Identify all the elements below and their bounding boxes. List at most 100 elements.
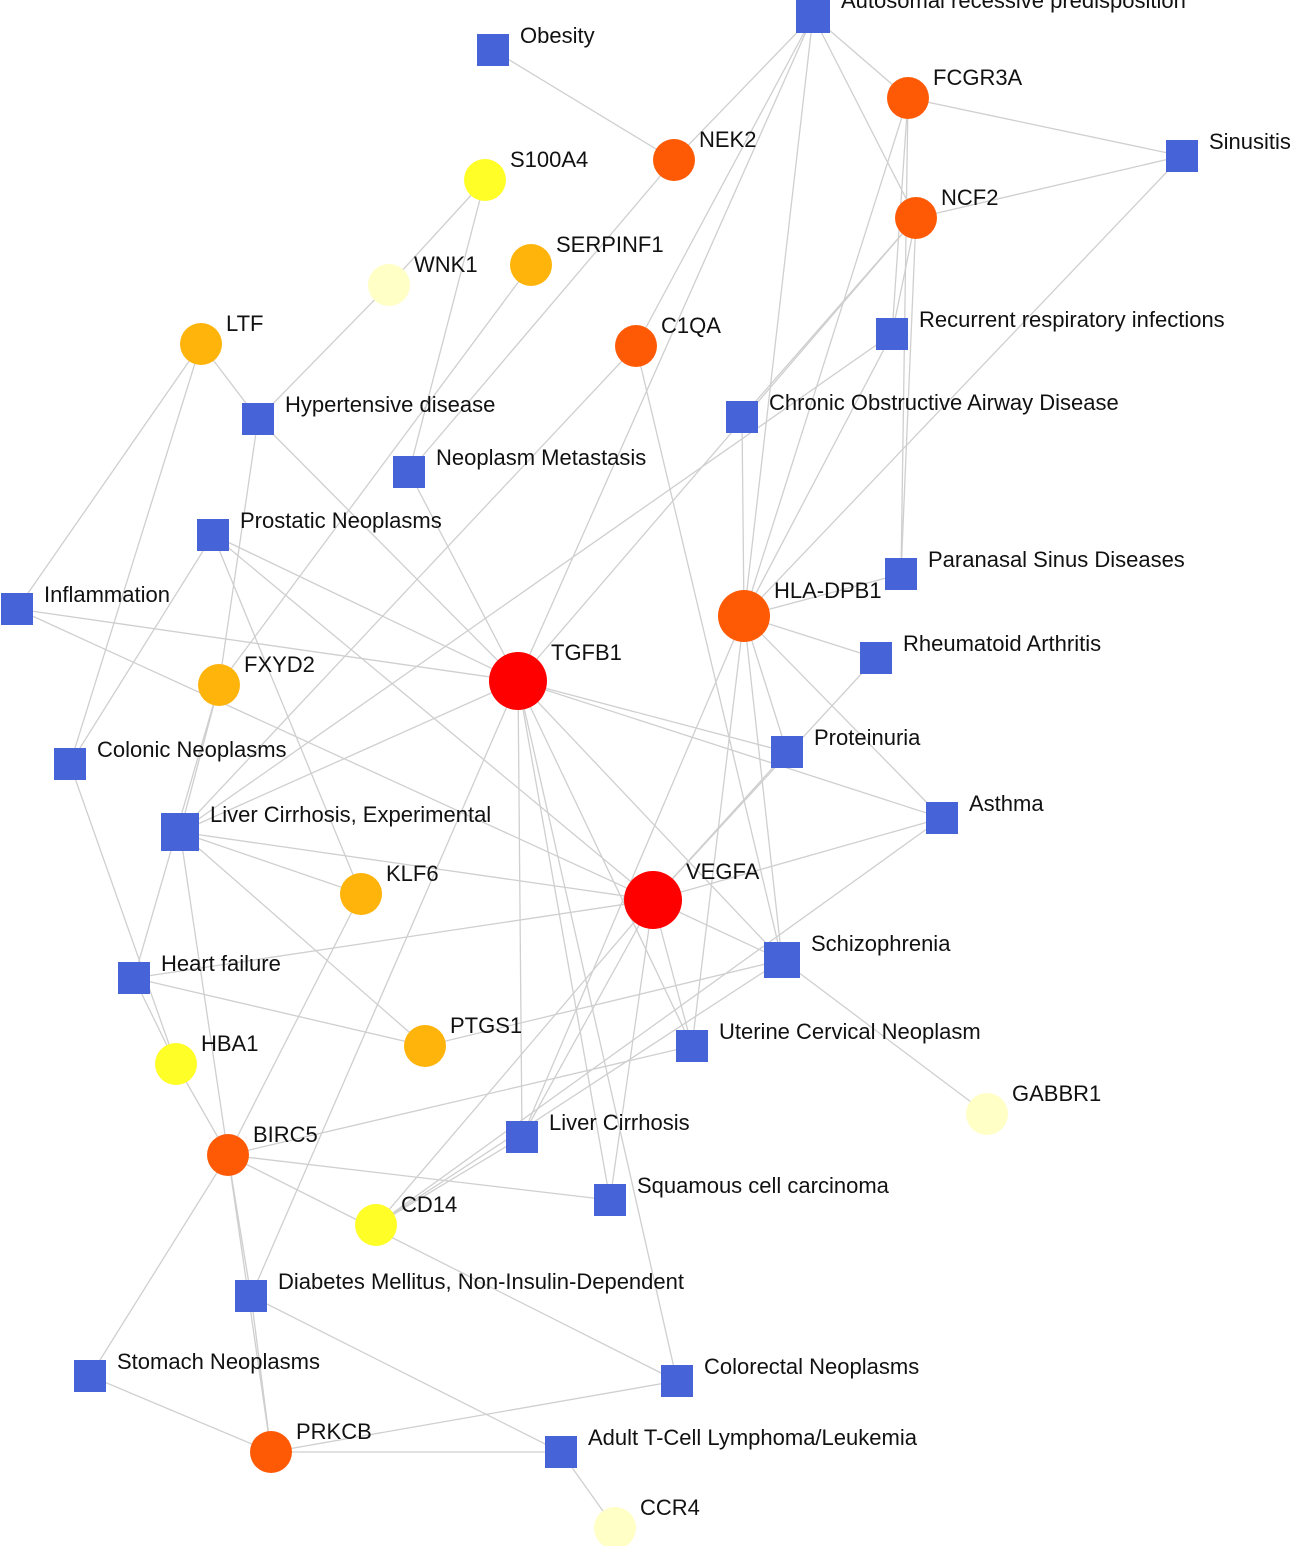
disease-square-livercirr xyxy=(506,1121,538,1153)
node-label-ptgs1: PTGS1 xyxy=(450,1013,522,1038)
disease-node-sinusitis: Sinusitis xyxy=(1166,129,1291,172)
edge-autosomal-hladpb1 xyxy=(743,15,814,617)
disease-square-hypertensive xyxy=(242,403,274,435)
node-label-ccr4: CCR4 xyxy=(640,1495,700,1520)
edge-vegfa-livercirr xyxy=(521,899,654,1138)
edge-schizophrenia-ptgs1 xyxy=(424,959,783,1047)
gene-circle-fcgr3a xyxy=(887,77,929,119)
edge-tgfb1-uterine xyxy=(517,680,693,1047)
edge-inflammation-vegfa xyxy=(16,608,654,901)
disease-square-prostatic xyxy=(197,519,229,551)
disease-node-colonic: Colonic Neoplasms xyxy=(54,737,287,780)
node-label-tgfb1: TGFB1 xyxy=(551,640,622,665)
disease-node-recurrent: Recurrent respiratory infections xyxy=(876,307,1225,350)
gene-circle-ccr4 xyxy=(594,1507,636,1546)
edge-wnk1-hypertensive xyxy=(257,284,390,420)
node-label-copd: Chronic Obstructive Airway Disease xyxy=(769,390,1119,415)
edge-birc5-colorectal xyxy=(227,1154,678,1382)
disease-square-inflammation xyxy=(1,593,33,625)
node-label-colonic: Colonic Neoplasms xyxy=(97,737,287,762)
node-label-ltf: LTF xyxy=(226,311,263,336)
node-label-gabbr1: GABBR1 xyxy=(1012,1081,1101,1106)
edge-vegfa-squamous xyxy=(609,899,654,1201)
disease-square-colonic xyxy=(54,748,86,780)
edge-prostatic-klf6 xyxy=(212,534,362,895)
edge-hladpb1-uterine xyxy=(691,615,745,1047)
edge-diabetes-atl xyxy=(250,1295,562,1453)
disease-node-neometa: Neoplasm Metastasis xyxy=(393,445,646,488)
edge-vegfa-heartfailure xyxy=(133,899,654,979)
edge-proteinuria-vegfa xyxy=(652,751,788,901)
node-label-fxyd2: FXYD2 xyxy=(244,652,315,677)
node-label-recurrent: Recurrent respiratory infections xyxy=(919,307,1225,332)
disease-node-livercirr: Liver Cirrhosis xyxy=(506,1110,690,1153)
disease-node-livercirrexp: Liver Cirrhosis, Experimental xyxy=(161,802,491,851)
node-label-heartfailure: Heart failure xyxy=(161,951,281,976)
edge-recurrent-livercirrexp xyxy=(179,333,893,833)
node-label-birc5: BIRC5 xyxy=(253,1122,318,1147)
node-label-hypertensive: Hypertensive disease xyxy=(285,392,495,417)
edge-colonic-hba1 xyxy=(69,763,177,1065)
edge-hladpb1-livercirr xyxy=(521,615,745,1138)
edge-copd-hladpb1 xyxy=(741,416,745,617)
disease-square-atl xyxy=(545,1436,577,1468)
gene-node-prkcb: PRKCB xyxy=(250,1419,372,1473)
gene-node-hladpb1: HLA-DPB1 xyxy=(718,578,882,642)
gene-circle-fxyd2 xyxy=(198,664,240,706)
disease-node-inflammation: Inflammation xyxy=(1,582,170,625)
edge-prostatic-tgfb1 xyxy=(212,534,519,682)
node-label-nek2: NEK2 xyxy=(699,127,756,152)
edge-hladpb1-schizophrenia xyxy=(743,615,783,961)
edge-asthma-vegfa xyxy=(652,817,943,901)
edge-livercirrexp-klf6 xyxy=(179,831,362,895)
edge-tgfb1-schizophrenia xyxy=(517,680,783,961)
edge-ncf2-sinusitis xyxy=(915,155,1183,219)
edge-c1qa-livercirrexp xyxy=(179,345,637,833)
node-label-autosomal: Autosomal recessive predisposition xyxy=(841,0,1186,13)
gene-node-s100a4: S100A4 xyxy=(464,147,588,201)
gene-node-birc5: BIRC5 xyxy=(207,1122,318,1176)
gene-node-fxyd2: FXYD2 xyxy=(198,652,315,706)
node-label-neometa: Neoplasm Metastasis xyxy=(436,445,646,470)
node-label-klf6: KLF6 xyxy=(386,861,439,886)
edge-birc5-stomach xyxy=(89,1154,229,1377)
gene-circle-klf6 xyxy=(340,873,382,915)
edge-obesity-nek2 xyxy=(492,49,675,161)
edge-livercirrexp-vegfa xyxy=(179,831,654,901)
node-label-stomach: Stomach Neoplasms xyxy=(117,1349,320,1374)
gene-node-klf6: KLF6 xyxy=(340,861,439,915)
edge-recurrent-hladpb1 xyxy=(743,333,893,617)
edge-s100a4-wnk1 xyxy=(388,179,486,286)
node-label-hba1: HBA1 xyxy=(201,1031,258,1056)
edge-autosomal-tgfb1 xyxy=(517,15,814,682)
edge-uterine-birc5 xyxy=(227,1045,693,1156)
gene-circle-ncf2 xyxy=(895,197,937,239)
edge-hladpb1-asthma xyxy=(743,615,943,819)
disease-square-stomach xyxy=(74,1360,106,1392)
gene-node-ptgs1: PTGS1 xyxy=(404,1013,522,1067)
disease-node-copd: Chronic Obstructive Airway Disease xyxy=(726,390,1119,433)
edge-schizophrenia-gabbr1 xyxy=(781,959,988,1115)
edge-s100a4-neometa xyxy=(408,179,486,473)
node-label-livercirrexp: Liver Cirrhosis, Experimental xyxy=(210,802,491,827)
disease-square-neometa xyxy=(393,456,425,488)
node-label-cd14: CD14 xyxy=(401,1192,457,1217)
disease-square-obesity xyxy=(477,34,509,66)
disease-square-diabetes xyxy=(235,1280,267,1312)
gene-circle-c1qa xyxy=(615,325,657,367)
edge-livercirrexp-birc5 xyxy=(179,831,229,1156)
edge-tgfb1-proteinuria xyxy=(517,680,788,753)
gene-circle-vegfa xyxy=(624,871,682,929)
node-label-colorectal: Colorectal Neoplasms xyxy=(704,1354,919,1379)
gene-node-serpinf1: SERPINF1 xyxy=(510,232,664,286)
edge-diabetes-prkcb xyxy=(250,1295,272,1453)
node-label-atl: Adult T-Cell Lymphoma/Leukemia xyxy=(588,1425,918,1450)
edge-autosomal-ncf2 xyxy=(812,15,917,219)
gene-circle-hba1 xyxy=(155,1043,197,1085)
disease-node-diabetes: Diabetes Mellitus, Non-Insulin-Dependent xyxy=(235,1269,684,1312)
edge-c1qa-schizophrenia xyxy=(635,345,783,961)
gene-circle-ltf xyxy=(180,323,222,365)
disease-square-sinusitis xyxy=(1166,140,1198,172)
node-label-squamous: Squamous cell carcinoma xyxy=(637,1173,890,1198)
